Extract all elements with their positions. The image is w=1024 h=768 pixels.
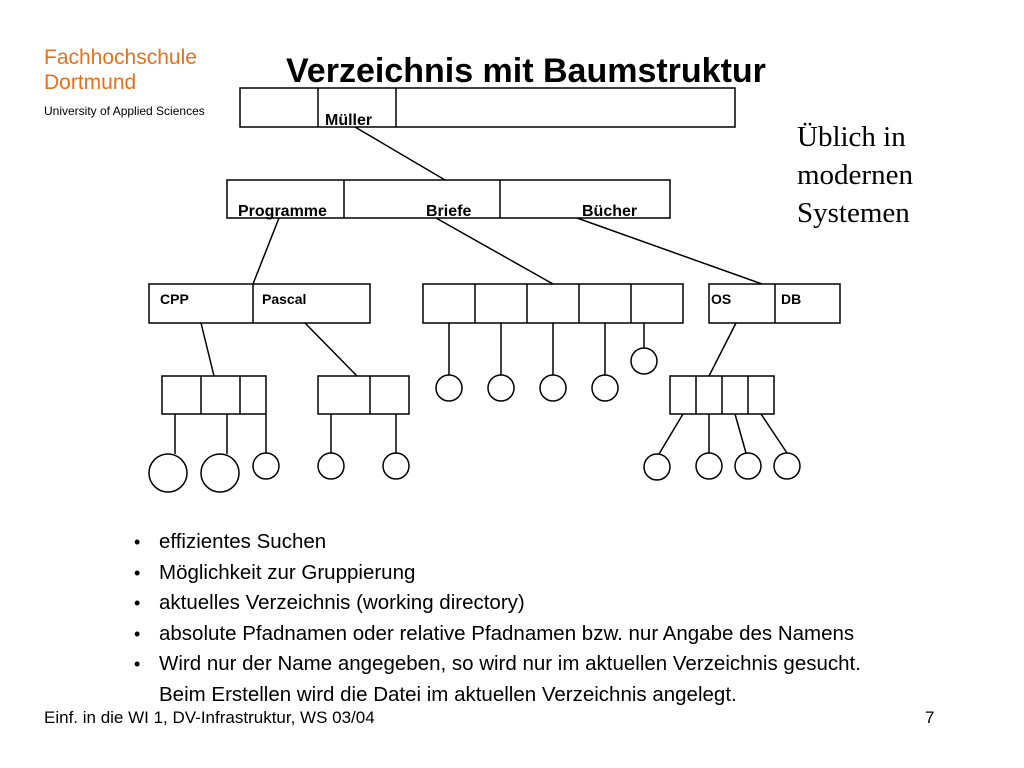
entry-label-mueller: Müller [325,112,372,129]
bullet-item: aktuelles Verzeichnis (working directory… [132,588,861,619]
programme-directory-box [148,283,371,324]
slide-title: Verzeichnis mit Baumstruktur [286,52,766,90]
logo-line-1: Fachhochschule [44,46,197,69]
cpp-directory-box [161,375,267,415]
briefe-directory-box [422,283,684,324]
bullet-item: effizientes Suchen [132,527,861,558]
file-edge [658,413,684,455]
page-number: 7 [925,708,935,727]
side-note-line: modernen [797,159,913,191]
file-node [539,374,567,402]
tree-edge [708,322,737,377]
file-edge [760,413,788,454]
file-node [435,374,463,402]
entry-label-buecher: Bücher [582,203,637,220]
file-node [773,452,801,480]
file-node [200,453,240,493]
pascal-directory-box [317,375,410,415]
file-node [695,452,723,480]
footer-course: Einf. in die WI 1, DV-Infrastruktur, WS … [44,708,375,727]
tree-edge [354,126,446,181]
file-node [630,347,658,375]
tree-edge [252,217,280,285]
bullet-item: Möglichkeit zur Gruppierung [132,558,861,589]
file-node [487,374,515,402]
bullet-item: absolute Pfadnamen oder relative Pfadnam… [132,619,861,650]
file-node [734,452,762,480]
file-node [317,452,345,480]
entry-label-briefe: Briefe [426,203,471,220]
root-directory-box [239,87,736,128]
bullet-item: Wird nur der Name angegeben, so wird nur… [132,649,861,680]
file-node [148,453,188,493]
tree-edge [304,322,358,377]
entry-label-pascal: Pascal [262,291,306,307]
entry-label-db: DB [781,291,801,307]
file-node [252,452,280,480]
file-node [591,374,619,402]
file-edge [734,413,747,454]
side-note: Üblich in modernen Systemen [797,118,997,232]
entry-label-programme: Programme [238,203,327,220]
bullet-list: effizientes Suchen Möglichkeit zur Grupp… [132,527,861,710]
tree-edge [435,217,554,285]
entry-label-cpp: CPP [160,291,189,307]
tree-edge [200,322,215,377]
user-directory-box [226,179,671,219]
side-note-line: Üblich in [797,121,906,153]
file-node [382,452,410,480]
file-node [643,453,671,481]
entry-label-os: OS [711,291,731,307]
side-note-line: Systemen [797,197,910,229]
logo-line-2: Dortmund [44,71,137,94]
bullet-continuation: Beim Erstellen wird die Datei im aktuell… [159,682,737,706]
tree-edge [576,217,763,285]
logo-subtitle: University of Applied Sciences [44,104,205,118]
